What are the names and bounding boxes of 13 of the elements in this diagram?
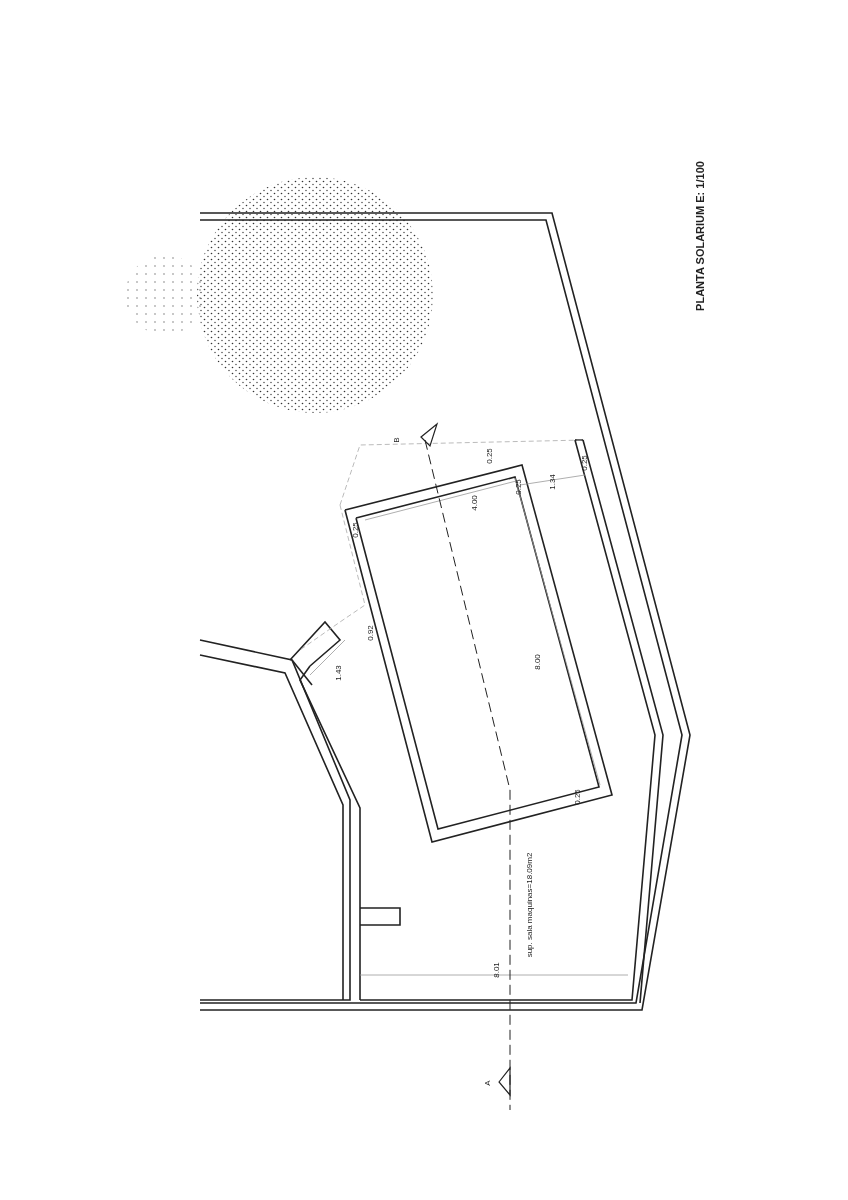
dimension-label: 1.43 — [335, 665, 343, 681]
plan-title: PLANTA SOLARIUM E: 1/100 — [694, 161, 706, 311]
dimension-label: 0.25 — [574, 789, 582, 805]
area-note: sup. sala maquinas=18.09m2 — [526, 852, 534, 958]
dimension-label: 0.25 — [486, 448, 494, 464]
dimension-label: 0.25 — [515, 479, 523, 495]
section-label: B — [393, 437, 401, 443]
dimension-label: 1.34 — [549, 474, 557, 490]
dimension-label: 8.01 — [493, 962, 501, 978]
dimension-label: 4.00 — [471, 495, 479, 511]
section-label: A — [484, 1080, 492, 1086]
dimension-label: 0.92 — [367, 625, 375, 641]
dimension-label: 8.00 — [534, 654, 542, 670]
